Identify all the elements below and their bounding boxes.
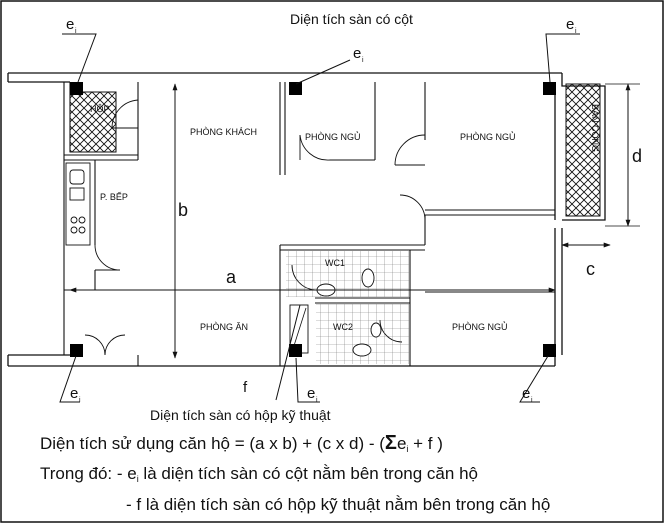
kitchen-counter — [65, 162, 91, 246]
label-a: a — [226, 267, 237, 287]
label-e-top-right-sub: i — [575, 28, 577, 35]
room-phong-khach: PHÒNG KHÁCH — [190, 127, 257, 137]
column-bottom-left — [70, 344, 83, 357]
label-e-top-right: e — [566, 16, 574, 33]
label-e-top-left-sub: i — [75, 28, 77, 35]
outer-walls — [7, 72, 606, 367]
note1-i: i — [136, 474, 139, 484]
label-e-bottom-middle: e — [307, 385, 315, 402]
column-bottom-right — [543, 344, 556, 357]
label-b: b — [178, 200, 188, 220]
label-e-bottom-right: e — [522, 385, 530, 402]
area-formula: Diện tích sử dụng căn hộ = (a x b) + (c … — [40, 432, 443, 455]
room-ban-cong: BAN CÔNG — [590, 104, 600, 152]
note-line-2: - f là diện tích sàn có hộp kỹ thuật nằm… — [126, 495, 551, 514]
shaft-hatch — [69, 91, 117, 153]
room-hop: HỘP — [90, 104, 110, 114]
room-wc1: WC1 — [325, 258, 345, 268]
sigma-symbol: Σ — [384, 432, 397, 454]
formula-prefix: Diện tích sử dụng căn hộ = (a x b) + (c … — [40, 434, 385, 453]
label-e-bottom-left-sub: i — [79, 397, 81, 404]
label-e-bottom-left: e — [70, 385, 78, 402]
leaders — [59, 33, 580, 403]
label-e-top-middle-sub: i — [362, 57, 364, 64]
room-bep: P. BẾP — [100, 192, 128, 202]
label-e-top-middle: e — [353, 45, 361, 62]
columns — [70, 82, 556, 357]
column-top-left — [70, 82, 83, 95]
room-phong-an: PHÒNG ĂN — [200, 322, 248, 332]
label-e-bottom-middle-sub: i — [316, 397, 318, 404]
room-phong-ngu-3: PHÒNG NGỦ — [452, 321, 508, 332]
column-bottom-middle — [289, 344, 302, 357]
label-d: d — [632, 146, 642, 166]
label-f: f — [243, 379, 248, 396]
label-c: c — [586, 259, 595, 279]
note1-suffix: là diện tích sàn có cột nằm bên trong că… — [138, 464, 478, 483]
note-line-1: Trong đó: - ei là diện tích sàn có cột n… — [40, 464, 478, 484]
label-e-bottom-right-sub: i — [531, 397, 533, 404]
column-top-middle — [289, 82, 302, 95]
formula-i: i — [406, 444, 409, 454]
formula-e: e — [396, 434, 407, 453]
column-top-right — [543, 82, 556, 95]
formula-suffix: + f ) — [408, 434, 443, 453]
label-e-top-left: e — [66, 16, 74, 33]
note1-prefix: Trong đó: - e — [40, 464, 137, 483]
balcony-hatch — [565, 83, 601, 217]
caption-shaft-area: Diện tích sàn có hộp kỹ thuật — [150, 407, 331, 423]
dim-d-ext — [605, 83, 640, 227]
room-phong-ngu-1: PHÒNG NGỦ — [305, 131, 361, 142]
caption-column-area: Diện tích sàn có cột — [290, 11, 413, 27]
room-phong-ngu-2: PHÒNG NGỦ — [460, 131, 516, 142]
room-wc2: WC2 — [333, 322, 353, 332]
